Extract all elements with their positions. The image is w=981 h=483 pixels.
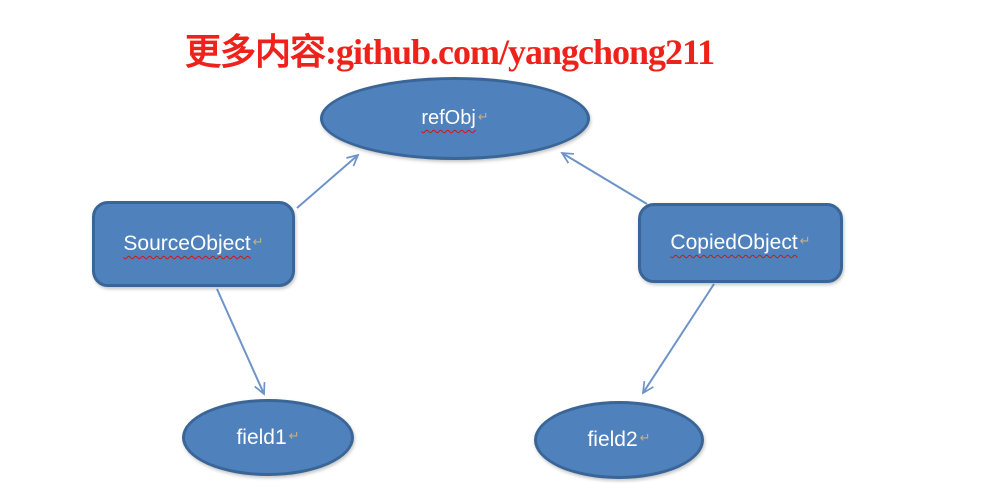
node-source-object-label: SourceObject [123,232,251,255]
return-mark-icon: ↵ [639,430,651,445]
return-mark-icon: ↵ [252,234,264,249]
node-field2: field2 ↵ [534,401,704,479]
node-refobj-label: refObj [421,107,476,129]
return-mark-icon: ↵ [288,427,300,443]
arrow-copied-to-field2 [641,283,715,395]
promo-watermark-text: 更多内容:github.com/yangchong211 [185,32,715,72]
node-copied-object-label: CopiedObject [670,231,798,254]
return-mark-icon: ↵ [799,233,811,248]
node-refobj: refObj ↵ [320,77,590,160]
node-source-object: SourceObject ↵ [92,201,295,287]
node-field1-label: field1 [236,425,287,449]
arrow-source-to-field1 [216,288,266,396]
arrow-source-to-refobj [296,153,360,209]
arrow-copied-to-refobj [560,152,648,205]
node-copied-object: CopiedObject ↵ [638,203,843,283]
node-field2-label: field2 [587,428,638,451]
return-mark-icon: ↵ [477,108,489,124]
node-field1: field1 ↵ [182,399,354,476]
